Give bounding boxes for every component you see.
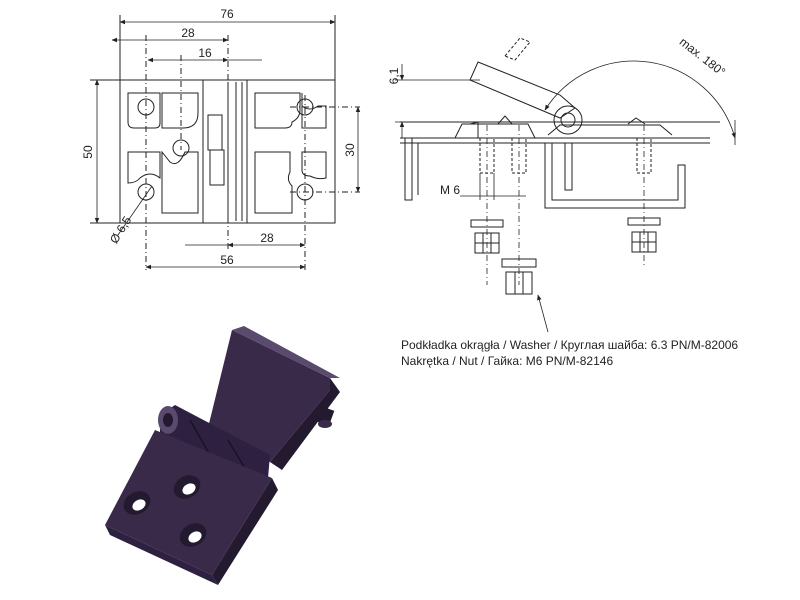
dim-angle: max. 180° xyxy=(677,35,728,79)
nut-detail xyxy=(505,271,533,295)
knuckle-mid xyxy=(209,149,225,186)
washer-left xyxy=(470,219,504,228)
dim-bottom: 56 xyxy=(220,253,234,267)
angle-arc xyxy=(544,60,736,139)
hole-left-center xyxy=(172,139,190,157)
stud-3d xyxy=(315,406,335,426)
knuckle-upper xyxy=(207,114,223,151)
dim-thickness: 6,1 xyxy=(387,67,401,84)
mounting-channel xyxy=(544,143,686,209)
pocket-right-bottom-b xyxy=(301,151,327,180)
hinge-3d-view xyxy=(105,326,340,585)
dim-height: 50 xyxy=(81,145,95,159)
fasteners xyxy=(470,217,661,333)
pocket-left-top-a xyxy=(127,92,161,129)
upper-leaf xyxy=(205,330,330,462)
dim-hole-diameter: Ø 6,5 xyxy=(107,213,135,246)
washer-note: Podkładka okrągła / Washer / Круглая шай… xyxy=(401,338,739,352)
front-view xyxy=(90,15,360,270)
nut-note: Nakrętka / Nut / Гайка: M6 PN/M-82146 xyxy=(401,354,614,368)
washer-detail xyxy=(501,258,537,268)
opened-leaf-stud xyxy=(504,37,531,61)
dim-lower: 28 xyxy=(260,231,274,245)
pocket-left-bottom-a xyxy=(127,151,161,184)
knuckle-circle xyxy=(553,105,583,135)
front-view-dimensions xyxy=(94,19,361,270)
dim-hole-spacing: 30 xyxy=(343,143,357,157)
pocket-left-top-b xyxy=(161,92,199,129)
pocket-left-bottom-b xyxy=(161,150,199,214)
dim-thread: M 6 xyxy=(440,183,460,197)
lower-leaf xyxy=(105,430,272,575)
dim-width: 76 xyxy=(220,7,234,21)
dim-center: 16 xyxy=(198,46,212,60)
side-view xyxy=(395,37,736,285)
washer-right xyxy=(627,217,661,226)
pocket-right-bottom-a xyxy=(254,151,293,214)
knuckle-3d xyxy=(160,405,270,478)
pocket-right-top-b xyxy=(301,93,327,129)
pocket-right-top-a xyxy=(254,92,301,129)
dim-upper: 28 xyxy=(181,26,195,40)
